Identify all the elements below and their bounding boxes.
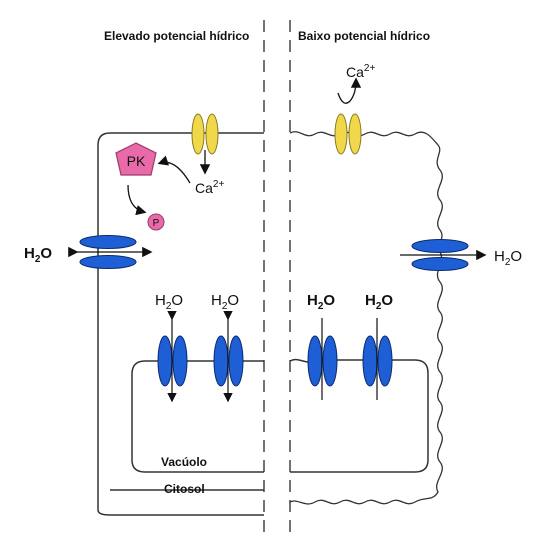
water-label-tonoplast-2: H2O [211,292,239,312]
tonoplast-right [289,358,429,473]
water-label-tonoplast-1: H2O [155,292,183,312]
tonoplast-left [131,360,264,473]
calcium-channel-left [191,113,219,155]
vacuole-label: Vacúolo [161,455,207,469]
plasma-membrane-left [97,132,264,516]
header-right: Baixo potencial hídrico [298,29,430,43]
calcium-channel-right [334,113,362,155]
plasma-membrane-right [289,131,443,505]
water-label-plasma-left: H2O [24,245,52,265]
calcium-to-kinase-arrow [157,155,191,184]
protein-kinase-label: PK [127,153,146,169]
aquaporin-tonoplast-3 [307,335,338,387]
kinase-to-phosphate-arrow [127,184,147,216]
calcium-efflux-arrow-right [337,77,362,104]
protein-kinase: PK [115,142,157,176]
cytosol-label: Citosol [164,482,205,496]
phosphate-label: P [153,218,160,229]
water-label-plasma-right: H2O [494,248,522,268]
header-left: Elevado potencial hídrico [104,29,249,43]
water-label-tonoplast-3: H2O [307,292,335,312]
calcium-label-left: Ca2+ [195,179,224,196]
aquaporin-tonoplast-4 [362,335,393,387]
calcium-label-right: Ca2+ [346,63,375,80]
phosphate-group: P [147,213,165,231]
aquaporin-plasma-right [411,239,469,271]
water-label-tonoplast-4: H2O [365,292,393,312]
